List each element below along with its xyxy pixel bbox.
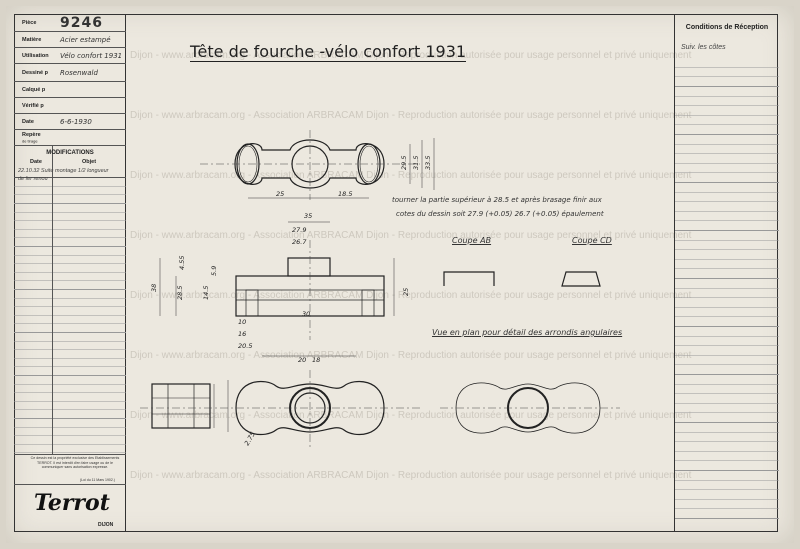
watermark-line: Dijon - www.arbracam.org - Association A… bbox=[130, 50, 692, 61]
legal-divider bbox=[14, 454, 126, 455]
machining-note-line1: tourner la partie supérieur à 28.5 et ap… bbox=[392, 196, 602, 204]
drawing-sheet bbox=[6, 6, 794, 543]
watermark-line: Dijon - www.arbracam.org - Association A… bbox=[130, 290, 692, 301]
dim-25-side: 25 bbox=[402, 288, 410, 296]
dim-26-7: 26.7 bbox=[292, 238, 307, 246]
repere-sublabel: de tirage bbox=[22, 138, 38, 144]
dessine-label: Dessiné p bbox=[22, 69, 48, 76]
piece-row: Pièce 9246 bbox=[14, 14, 126, 32]
section-cd bbox=[561, 271, 601, 287]
section-ab bbox=[443, 271, 495, 286]
logo-city: DIJON bbox=[98, 522, 114, 528]
repere-label: Repère bbox=[22, 132, 41, 139]
dim-29-5: 29.5 bbox=[400, 156, 408, 170]
calque-row: Calqué p bbox=[14, 82, 126, 98]
dim-16: 16 bbox=[238, 330, 246, 338]
modifications-lines bbox=[14, 178, 126, 454]
date-row: Date 6-6-1930 bbox=[14, 114, 126, 130]
dim-38: 38 bbox=[150, 284, 158, 292]
matiere-value: Acier estampé bbox=[60, 35, 111, 44]
repere-row: Repère de tirage bbox=[14, 130, 126, 146]
drawing-title: Tête de fourche -vélo confort 1931 bbox=[190, 42, 467, 62]
dim-30: 30 bbox=[302, 310, 310, 318]
section-cd-profile bbox=[561, 271, 601, 287]
matiere-label: Matière bbox=[22, 36, 42, 43]
watermark-line: Dijon - www.arbracam.org - Association A… bbox=[130, 350, 692, 361]
reception-heading: Conditions de Réception bbox=[685, 24, 769, 31]
modifications-heading: MODIFICATIONS bbox=[46, 150, 94, 156]
watermark-line: Dijon - www.arbracam.org - Association A… bbox=[130, 470, 692, 481]
watermark-line: Dijon - www.arbracam.org - Association A… bbox=[130, 170, 692, 181]
utilisation-label: Utilisation bbox=[22, 52, 49, 59]
piece-label: Pièce bbox=[22, 19, 37, 26]
dim-28-5: 28.5 bbox=[176, 286, 184, 300]
mod-objet-header: Objet bbox=[82, 159, 97, 165]
utilisation-value: Vélo confort 1931 bbox=[60, 51, 123, 60]
matiere-row: Matière Acier estampé bbox=[14, 32, 126, 48]
utilisation-row: Utilisation Vélo confort 1931 bbox=[14, 48, 126, 64]
steerer-boss bbox=[287, 257, 331, 277]
legal-notice: Ce dessin est la propriété exclusive des… bbox=[30, 456, 120, 469]
side-view bbox=[151, 383, 211, 429]
machining-note-line2: cotes du dessin soit 27.9 (+0.05) 26.7 (… bbox=[396, 210, 604, 218]
terrot-logo: Terrot bbox=[34, 490, 110, 516]
date-value: 6-6-1930 bbox=[60, 117, 92, 126]
verifie-row: Vérifié p bbox=[14, 98, 126, 114]
title-block: Pièce 9246 Matière Acier estampé Utilisa… bbox=[14, 14, 126, 532]
dim-2-75: 2.75 bbox=[243, 430, 257, 447]
dim-31-5: 31.5 bbox=[412, 156, 420, 170]
dimension-lines bbox=[159, 138, 435, 432]
dim-14-5: 14.5 bbox=[202, 286, 210, 300]
calque-label: Calqué p bbox=[22, 86, 46, 93]
section-cd-label: Coupe CD bbox=[572, 236, 612, 245]
dessine-value: Rosenwald bbox=[60, 68, 98, 77]
plan-view-label: Vue en plan pour détail des arrondis ang… bbox=[432, 328, 623, 337]
center-lines bbox=[140, 130, 620, 450]
reception-note: Suiv. les côtes bbox=[681, 44, 726, 51]
watermark-line: Dijon - www.arbracam.org - Association A… bbox=[130, 230, 692, 241]
dim-33-5: 33.5 bbox=[424, 156, 432, 170]
date-label: Date bbox=[22, 118, 34, 125]
section-ab-profile bbox=[443, 271, 495, 286]
reception-column: Conditions de Réception Suiv. les côtes bbox=[674, 14, 779, 532]
dim-4-55: 4.55 bbox=[178, 256, 186, 270]
legal-law: (Loi du 11 Mars 1902.) bbox=[80, 478, 115, 482]
dim-18-5: 18.5 bbox=[338, 190, 352, 198]
reception-lines bbox=[675, 58, 779, 528]
dim-25: 25 bbox=[276, 190, 284, 198]
dim-18: 18 bbox=[312, 356, 320, 364]
dessine-row: Dessiné p Rosenwald bbox=[14, 64, 126, 82]
section-ab-label: Coupe AB bbox=[452, 236, 492, 245]
dim-27-9: 27.9 bbox=[292, 226, 306, 234]
dim-35: 35 bbox=[304, 212, 312, 220]
side-body bbox=[151, 383, 211, 429]
modifications-header bbox=[14, 146, 126, 178]
modifications-divider bbox=[52, 146, 53, 454]
mod-date-header: Date bbox=[30, 159, 42, 165]
modification-entry: 22.10.32 Suite montage 1/2 longueur de f… bbox=[18, 168, 109, 182]
dim-5-9: 5.9 bbox=[210, 266, 218, 276]
watermark-line: Dijon - www.arbracam.org - Association A… bbox=[130, 410, 692, 421]
dim-20: 20 bbox=[298, 356, 306, 364]
logo-divider bbox=[14, 484, 126, 485]
watermark-line: Dijon - www.arbracam.org - Association A… bbox=[130, 110, 692, 121]
dim-20-5: 20.5 bbox=[238, 342, 252, 350]
piece-value: 9246 bbox=[60, 14, 103, 31]
verifie-label: Vérifié p bbox=[22, 102, 44, 109]
dim-10: 10 bbox=[238, 318, 246, 326]
